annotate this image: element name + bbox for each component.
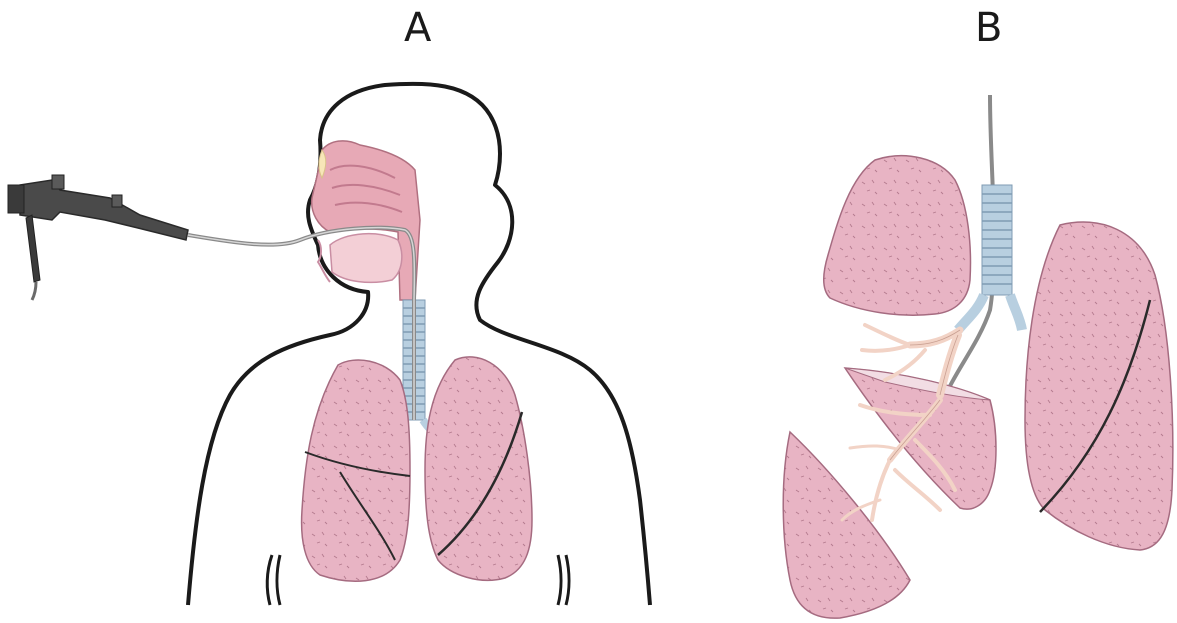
tongue [330, 234, 402, 283]
left-lung-a [302, 360, 410, 581]
right-arm-line [558, 555, 561, 605]
right-lung-b [1025, 222, 1173, 550]
left-arm-line-2 [277, 555, 280, 605]
left-arm-line [267, 555, 272, 605]
panel-a [8, 84, 650, 605]
right-lung-a [425, 357, 532, 580]
right-arm-line-2 [566, 555, 569, 605]
upper-left-lobe-b [824, 156, 971, 315]
panel-b [783, 95, 1173, 618]
endoscope-handle [8, 175, 188, 300]
